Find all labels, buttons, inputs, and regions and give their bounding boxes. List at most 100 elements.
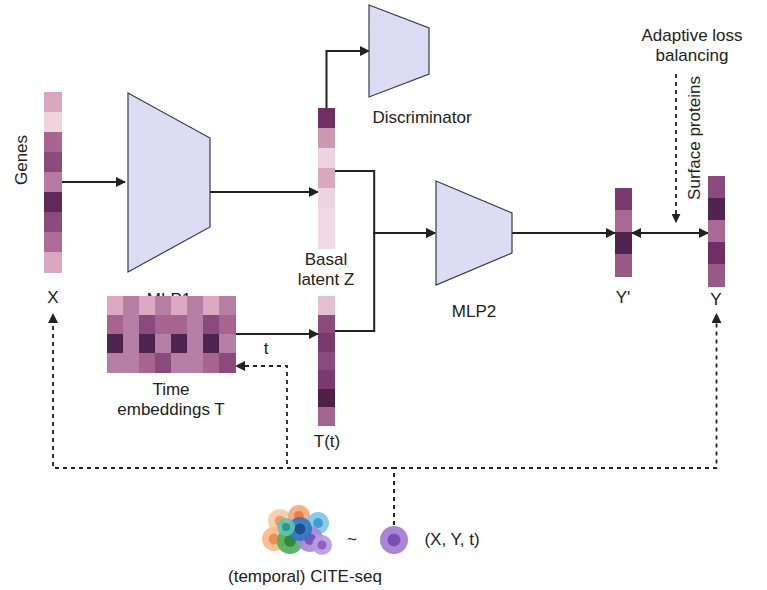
vector-cell bbox=[318, 148, 335, 169]
trapezoid-outline bbox=[369, 5, 429, 97]
discriminator-block: Discriminator bbox=[366, 2, 506, 130]
vector-shape bbox=[318, 108, 335, 248]
matrix-cell bbox=[107, 334, 124, 354]
matrix-cell bbox=[171, 296, 188, 316]
trapezoid-shape bbox=[433, 178, 515, 288]
trapezoid-outline bbox=[436, 181, 512, 285]
cell-nucleus bbox=[295, 524, 306, 535]
trapezoid-shape bbox=[366, 2, 432, 100]
connector bbox=[62, 181, 125, 183]
matrix-cell bbox=[187, 315, 204, 335]
variable-label: Y bbox=[710, 290, 721, 310]
vector-cell bbox=[708, 264, 725, 287]
vector-cell bbox=[44, 92, 62, 113]
vector-cell bbox=[318, 168, 335, 189]
vector-cell bbox=[615, 232, 632, 255]
vector-shape bbox=[44, 92, 62, 272]
vector-cell bbox=[318, 208, 335, 229]
vector-cell bbox=[318, 108, 335, 129]
vector-cell bbox=[318, 352, 335, 371]
vector-shape bbox=[708, 176, 725, 286]
vector-cell bbox=[708, 242, 725, 265]
block-label: MLP2 bbox=[452, 302, 496, 322]
matrix-cell bbox=[219, 315, 236, 335]
leader-arrow bbox=[675, 74, 677, 222]
vector-shape bbox=[615, 188, 632, 276]
cell-nucleus bbox=[318, 541, 327, 550]
variable-label: Y' bbox=[616, 288, 631, 308]
matrix-cell bbox=[155, 315, 172, 335]
dataset-label: (temporal) CITE-seq bbox=[228, 567, 382, 587]
matrix-cell bbox=[203, 353, 220, 373]
connector bbox=[236, 366, 394, 525]
connector bbox=[327, 51, 370, 108]
vector-shape bbox=[318, 296, 335, 426]
single-cell: (X, Y, t) bbox=[372, 522, 488, 558]
trapezoid-shape bbox=[125, 90, 213, 275]
matrix-cell bbox=[187, 334, 204, 354]
matrix-cell bbox=[107, 315, 124, 335]
cell-population: (temporal) CITE-seq bbox=[230, 503, 380, 587]
matrix-cell bbox=[107, 353, 124, 373]
vector-cell bbox=[44, 232, 62, 253]
matrix-cell bbox=[203, 315, 220, 335]
vector-label: Basal latent Z bbox=[284, 250, 368, 291]
vector-cell bbox=[318, 128, 335, 149]
matrix-cell bbox=[219, 296, 236, 316]
matrix-cell bbox=[171, 334, 188, 354]
matrix-cell bbox=[107, 296, 124, 316]
matrix-cell bbox=[203, 296, 220, 316]
vector-cell bbox=[708, 220, 725, 243]
vector-node: Surface proteinsY bbox=[684, 90, 744, 312]
matrix-cell bbox=[203, 334, 220, 354]
vector-cell bbox=[44, 132, 62, 153]
vector-cell bbox=[318, 296, 335, 315]
matrix-shape bbox=[107, 296, 235, 372]
matrix-cell bbox=[171, 353, 188, 373]
cell-illustration bbox=[379, 525, 409, 555]
axis-label: Genes bbox=[12, 135, 32, 185]
vector-node: Y' bbox=[600, 186, 646, 310]
vector-cell bbox=[44, 192, 62, 213]
vector-cell bbox=[318, 333, 335, 352]
vector-cell bbox=[318, 315, 335, 334]
relation-symbol: ~ bbox=[347, 530, 357, 550]
matrix-cell bbox=[123, 296, 140, 316]
vector-cell bbox=[615, 254, 632, 277]
matrix-cell bbox=[155, 334, 172, 354]
vector-cell bbox=[318, 407, 335, 426]
matrix-cell bbox=[123, 315, 140, 335]
matrix-cell bbox=[187, 353, 204, 373]
trapezoid-outline bbox=[128, 93, 210, 272]
vector-cell bbox=[318, 188, 335, 209]
vector-cell bbox=[44, 252, 62, 273]
matrix-cell bbox=[123, 353, 140, 373]
vector-cell bbox=[44, 212, 62, 233]
cell-nucleus bbox=[388, 534, 401, 547]
matrix-cell bbox=[219, 353, 236, 373]
cell-cluster-illustration bbox=[260, 503, 340, 561]
matrix-cell bbox=[155, 353, 172, 373]
matrix-cell bbox=[155, 296, 172, 316]
sample-label: (X, Y, t) bbox=[424, 530, 479, 550]
vector-label: T(t) bbox=[314, 432, 340, 452]
cell-body bbox=[380, 526, 408, 554]
vector-cell bbox=[44, 172, 62, 193]
mlp-block: MLP2 bbox=[433, 178, 515, 326]
connector bbox=[512, 232, 615, 234]
connector bbox=[394, 314, 717, 525]
matrix-cell bbox=[219, 334, 236, 354]
cell-body bbox=[277, 518, 295, 536]
matrix-cell bbox=[171, 315, 188, 335]
cell-nucleus bbox=[313, 518, 323, 528]
connector bbox=[53, 314, 394, 525]
connector bbox=[335, 171, 435, 233]
vector-node: GenesX bbox=[8, 88, 70, 312]
connector bbox=[235, 333, 318, 335]
matrix-label: Time embeddings T bbox=[112, 380, 230, 421]
variable-label: X bbox=[47, 288, 58, 308]
cell-nucleus bbox=[282, 523, 290, 531]
vector-cell bbox=[708, 198, 725, 221]
vector-node: T(t) bbox=[300, 294, 360, 456]
vector-node: Basal latent Z bbox=[288, 104, 372, 294]
